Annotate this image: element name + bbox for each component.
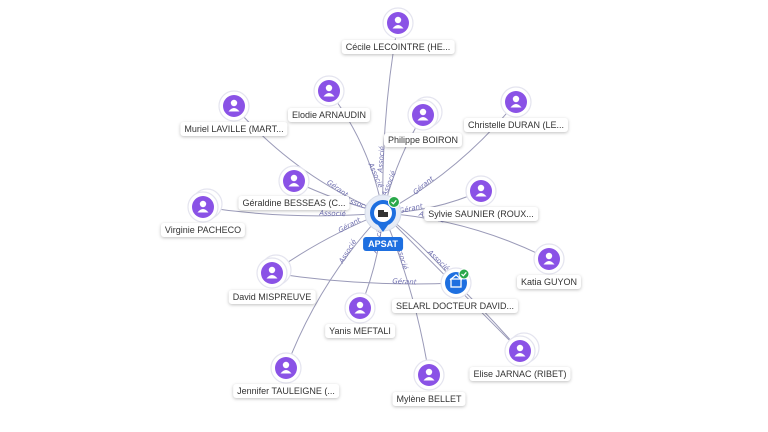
person-icon	[197, 200, 209, 213]
person-icon	[423, 368, 435, 381]
edge-company-1	[271, 272, 457, 285]
person-name-label[interactable]: Yanis MEFTALI	[325, 324, 395, 338]
edge-4	[382, 101, 517, 214]
person-node[interactable]	[382, 7, 414, 39]
person-name-label[interactable]: Elodie ARNAUDIN	[287, 108, 371, 122]
person-name-label[interactable]: David MISPREUVE	[228, 290, 316, 304]
company-name-label[interactable]: SELARL DOCTEUR DAVID...	[391, 299, 519, 313]
person-name-label[interactable]: Jennifer TAULEIGNE (...	[233, 384, 339, 398]
person-name-label[interactable]: Elise JARNAC (RIBET)	[469, 367, 571, 381]
person-node[interactable]	[407, 96, 443, 131]
person-name-label[interactable]: Cécile LECOINTRE (HE...	[341, 40, 455, 54]
verified-check-icon	[388, 196, 400, 208]
person-name-label[interactable]: Philippe BOIRON	[383, 133, 463, 147]
person-node[interactable]	[313, 75, 345, 107]
person-name-label[interactable]: Sylvie SAUNIER (ROUX...	[424, 207, 538, 221]
building-icon	[378, 210, 388, 217]
person-node[interactable]	[278, 165, 310, 197]
person-icon	[475, 184, 487, 197]
person-icon	[543, 252, 555, 265]
edge-13	[285, 212, 384, 369]
person-icon	[417, 108, 429, 121]
company-node[interactable]	[440, 267, 472, 299]
edge-1-label: Associé	[376, 145, 386, 174]
person-icon	[266, 266, 278, 279]
person-icon	[510, 95, 522, 108]
person-name-label[interactable]: Virginie PACHECO	[160, 223, 246, 237]
person-name-label[interactable]: Mylène BELLET	[392, 392, 466, 406]
person-node[interactable]	[500, 86, 532, 118]
person-icon	[228, 99, 240, 112]
person-node[interactable]	[218, 90, 250, 122]
person-icon	[392, 16, 404, 29]
person-name-label[interactable]: Géraldine BESSEAS (C...	[238, 196, 350, 210]
edge-8	[202, 206, 384, 217]
center-name-label[interactable]: APSAT	[363, 237, 403, 251]
person-node[interactable]	[465, 175, 497, 207]
edge-10-label: Gérant	[337, 216, 362, 235]
person-node[interactable]	[256, 254, 292, 289]
person-node[interactable]	[344, 292, 376, 324]
center-node[interactable]	[364, 194, 402, 232]
person-name-label[interactable]: Muriel LAVILLE (MART...	[180, 122, 288, 136]
edge-14	[382, 212, 430, 376]
person-name-label[interactable]: Christelle DURAN (LE...	[463, 118, 569, 132]
edge-company-1-label: Gérant	[392, 277, 417, 286]
building-icon	[449, 274, 463, 288]
person-node[interactable]	[504, 332, 540, 367]
person-name-label[interactable]: Katia GUYON	[516, 275, 582, 289]
edge-13-label: Associé	[337, 238, 359, 266]
edge-8-label: Associé	[318, 209, 346, 218]
person-node[interactable]	[187, 188, 223, 223]
verified-check-icon	[458, 268, 470, 280]
person-icon	[354, 301, 366, 314]
person-icon	[323, 84, 335, 97]
person-icon	[288, 174, 300, 187]
person-node[interactable]	[413, 359, 445, 391]
edge-4-label: Gérant	[412, 175, 436, 197]
person-node[interactable]	[533, 243, 565, 275]
person-icon	[514, 344, 526, 357]
person-node[interactable]	[270, 352, 302, 384]
person-icon	[280, 361, 292, 374]
edge-9	[382, 212, 550, 260]
